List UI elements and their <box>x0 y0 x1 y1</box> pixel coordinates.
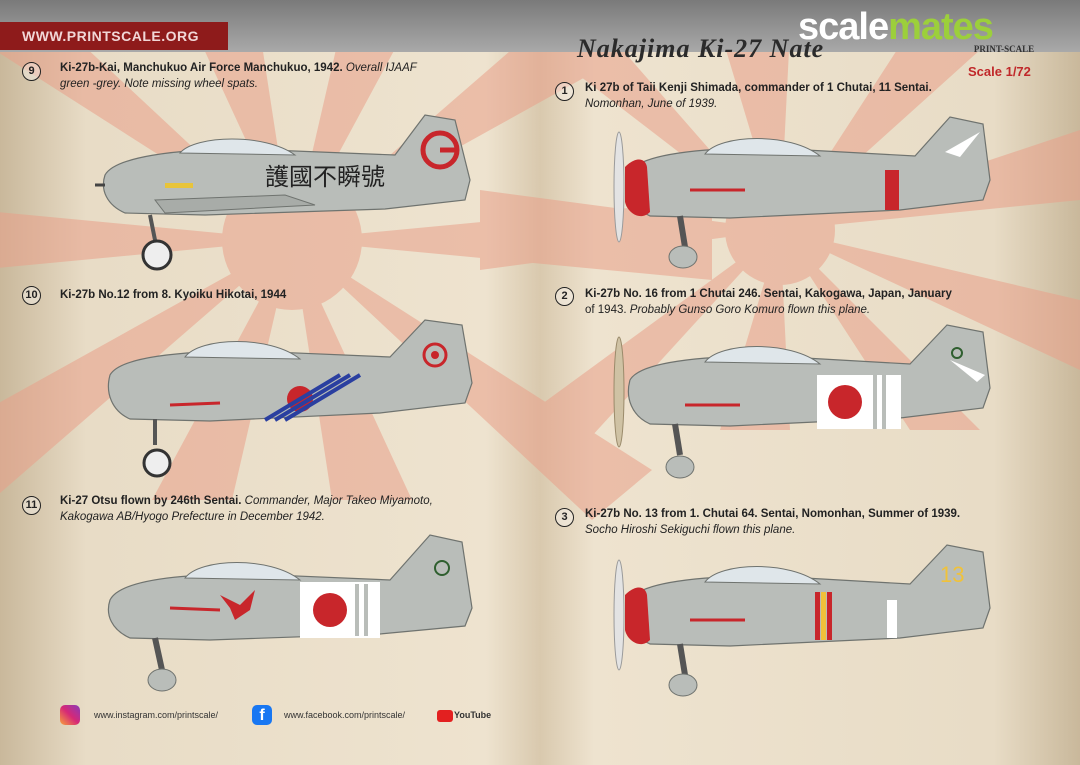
aircraft-profile-11 <box>107 534 473 692</box>
instagram-icon[interactable] <box>60 705 80 725</box>
profile-caption-2: Ki-27b No. 16 from 1 Chutai 246. Sentai,… <box>585 286 1055 318</box>
profile-number-2: 2 <box>555 287 574 306</box>
profile-number-3: 3 <box>555 508 574 527</box>
sheet-title: Nakajima Ki-27 Nate <box>577 34 825 63</box>
caption-line1-italic: Commander, Major Takeo Miyamoto, <box>241 495 433 507</box>
scale-label: Scale 1/72 <box>968 64 1031 79</box>
aircraft-profile-10 <box>107 319 473 478</box>
aircraft-profile-3: 13 <box>613 544 991 697</box>
site-url-text: WWW.PRINTSCALE.ORG <box>22 28 199 44</box>
caption-line2: Nomonhan, June of 1939. <box>585 98 718 110</box>
caption-line1: Ki-27b-Kai, Manchukuo Air Force Manchuku… <box>60 62 343 74</box>
profile-number-11: 11 <box>22 496 41 515</box>
instagram-link[interactable]: www.instagram.com/printscale/ <box>94 710 219 720</box>
caption-line2: Socho Hiroshi Sekiguchi flown this plane… <box>585 524 796 536</box>
caption-line1: Ki-27b No. 16 from 1 Chutai 246. Sentai,… <box>585 288 952 300</box>
profile-caption-11: Ki-27 Otsu flown by 246th Sentai. Comman… <box>60 493 520 525</box>
profile-caption-3: Ki-27b No. 13 from 1. Chutai 64. Sentai,… <box>585 506 1055 538</box>
brand-logo-part1: scale <box>798 6 889 48</box>
tail-code: 13 <box>940 562 964 587</box>
caption-line1: Ki 27b of Taii Kenji Shimada, commander … <box>585 82 932 94</box>
youtube-icon[interactable] <box>437 710 453 722</box>
brand-logo-part2: mates <box>888 6 994 48</box>
caption-line2: Probably Gunso Goro Komuro flown this pl… <box>626 304 871 316</box>
profile-caption-10: Ki-27b No.12 from 8. Kyoiku Hikotai, 194… <box>60 287 510 303</box>
facebook-icon[interactable]: f <box>252 705 272 725</box>
facebook-link[interactable]: www.facebook.com/printscale/ <box>284 710 406 720</box>
caption-line2: Kakogawa AB/Hyogo Prefecture in December… <box>60 511 325 523</box>
aircraft-profile-2 <box>613 324 991 479</box>
profile-caption-9: Ki-27b-Kai, Manchukuo Air Force Manchuku… <box>60 60 510 92</box>
aircraft-profile-9: 護國不瞬號 <box>95 114 471 271</box>
site-url-tag[interactable]: WWW.PRINTSCALE.ORG <box>0 22 228 50</box>
caption-line2-plain: of 1943. <box>585 304 627 316</box>
caption-line2: green -grey. Note missing wheel spats. <box>60 78 258 90</box>
brand-logo[interactable]: scalemates <box>798 6 994 49</box>
caption-line1: Ki-27b No. 13 from 1. Chutai 64. Sentai,… <box>585 508 961 520</box>
profile-number-9: 9 <box>22 62 41 81</box>
caption-line1: Ki-27b No.12 from 8. Kyoiku Hikotai, 194… <box>60 289 287 301</box>
profile-number-10: 10 <box>22 286 41 305</box>
maker-logo: PRINT-SCALE <box>973 44 1035 54</box>
profile-caption-1: Ki 27b of Taii Kenji Shimada, commander … <box>585 80 1055 112</box>
caption-line1-italic: Overall IJAAF <box>342 62 417 74</box>
youtube-link[interactable]: YouTube <box>454 710 492 720</box>
caption-line1: Ki-27 Otsu flown by 246th Sentai. <box>60 495 242 507</box>
aircraft-kanji-inscription: 護國不瞬號 <box>265 163 385 191</box>
aircraft-profile-1 <box>613 116 991 269</box>
profile-number-1: 1 <box>555 82 574 101</box>
